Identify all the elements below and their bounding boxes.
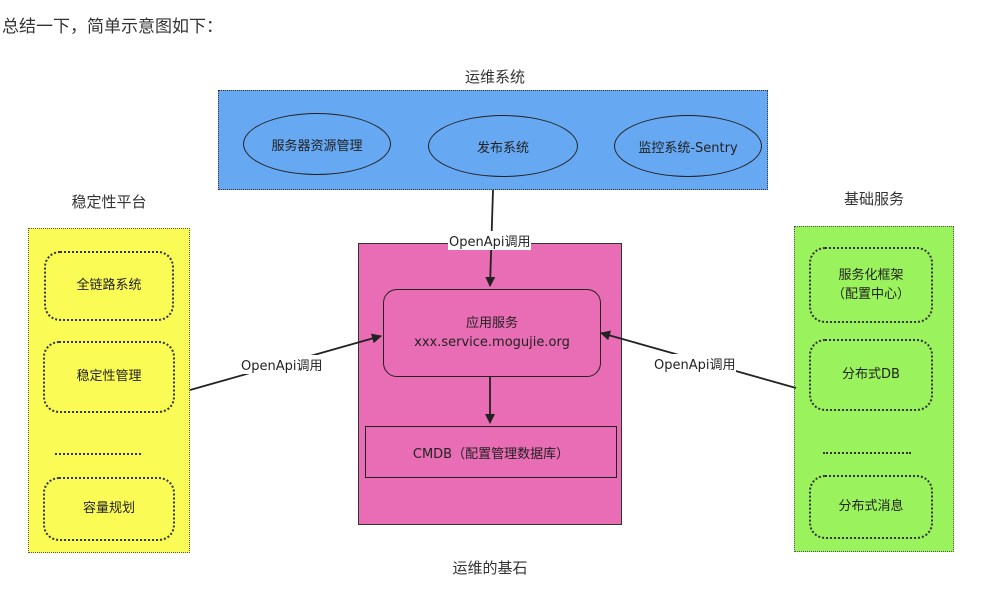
edge-label-stability: OpenApi调用 xyxy=(240,355,324,374)
app-service-node: 应用服务 xxx.service.mogujie.org xyxy=(383,289,601,377)
ops-title: 运维系统 xyxy=(464,68,525,86)
service-framework-line1: 服务化框架 xyxy=(838,267,904,283)
distributed-mq-node: 分布式消息 xyxy=(809,475,933,539)
distributed-db-node: 分布式DB xyxy=(809,339,933,411)
foundation-title: 运维的基石 xyxy=(452,559,528,577)
monitor-system-node: 监控系统-Sentry xyxy=(614,115,762,177)
service-framework-line2: （配置中心） xyxy=(831,287,910,302)
stability-platform-group: 全链路系统 稳定性管理 容量规划 xyxy=(28,228,190,553)
ops-system-group: 服务器资源管理 发布系统 监控系统-Sentry xyxy=(218,90,768,190)
server-resource-node: 服务器资源管理 xyxy=(243,113,391,175)
app-service-domain: xxx.service.mogujie.org xyxy=(414,335,570,350)
cmdb-node: CMDB（配置管理数据库） xyxy=(365,426,617,478)
stability-mgmt-node: 稳定性管理 xyxy=(43,341,175,413)
edge-label-ops: OpenApi调用 xyxy=(448,231,532,250)
capacity-planning-node: 容量规划 xyxy=(43,477,175,541)
app-service-name: 应用服务 xyxy=(465,315,518,331)
edge-label-base: OpenApi调用 xyxy=(653,354,737,373)
full-link-node: 全链路系统 xyxy=(44,251,174,321)
release-system-node: 发布系统 xyxy=(428,115,578,177)
ellipsis-divider xyxy=(823,452,911,454)
base-services-title: 基础服务 xyxy=(843,190,904,208)
stability-title: 稳定性平台 xyxy=(71,193,147,211)
intro-text: 总结一下，简单示意图如下： xyxy=(2,17,223,37)
service-framework-node: 服务化框架 （配置中心） xyxy=(809,247,933,323)
ellipsis-divider xyxy=(55,453,141,455)
base-services-group: 服务化框架 （配置中心） 分布式DB 分布式消息 xyxy=(794,226,954,552)
